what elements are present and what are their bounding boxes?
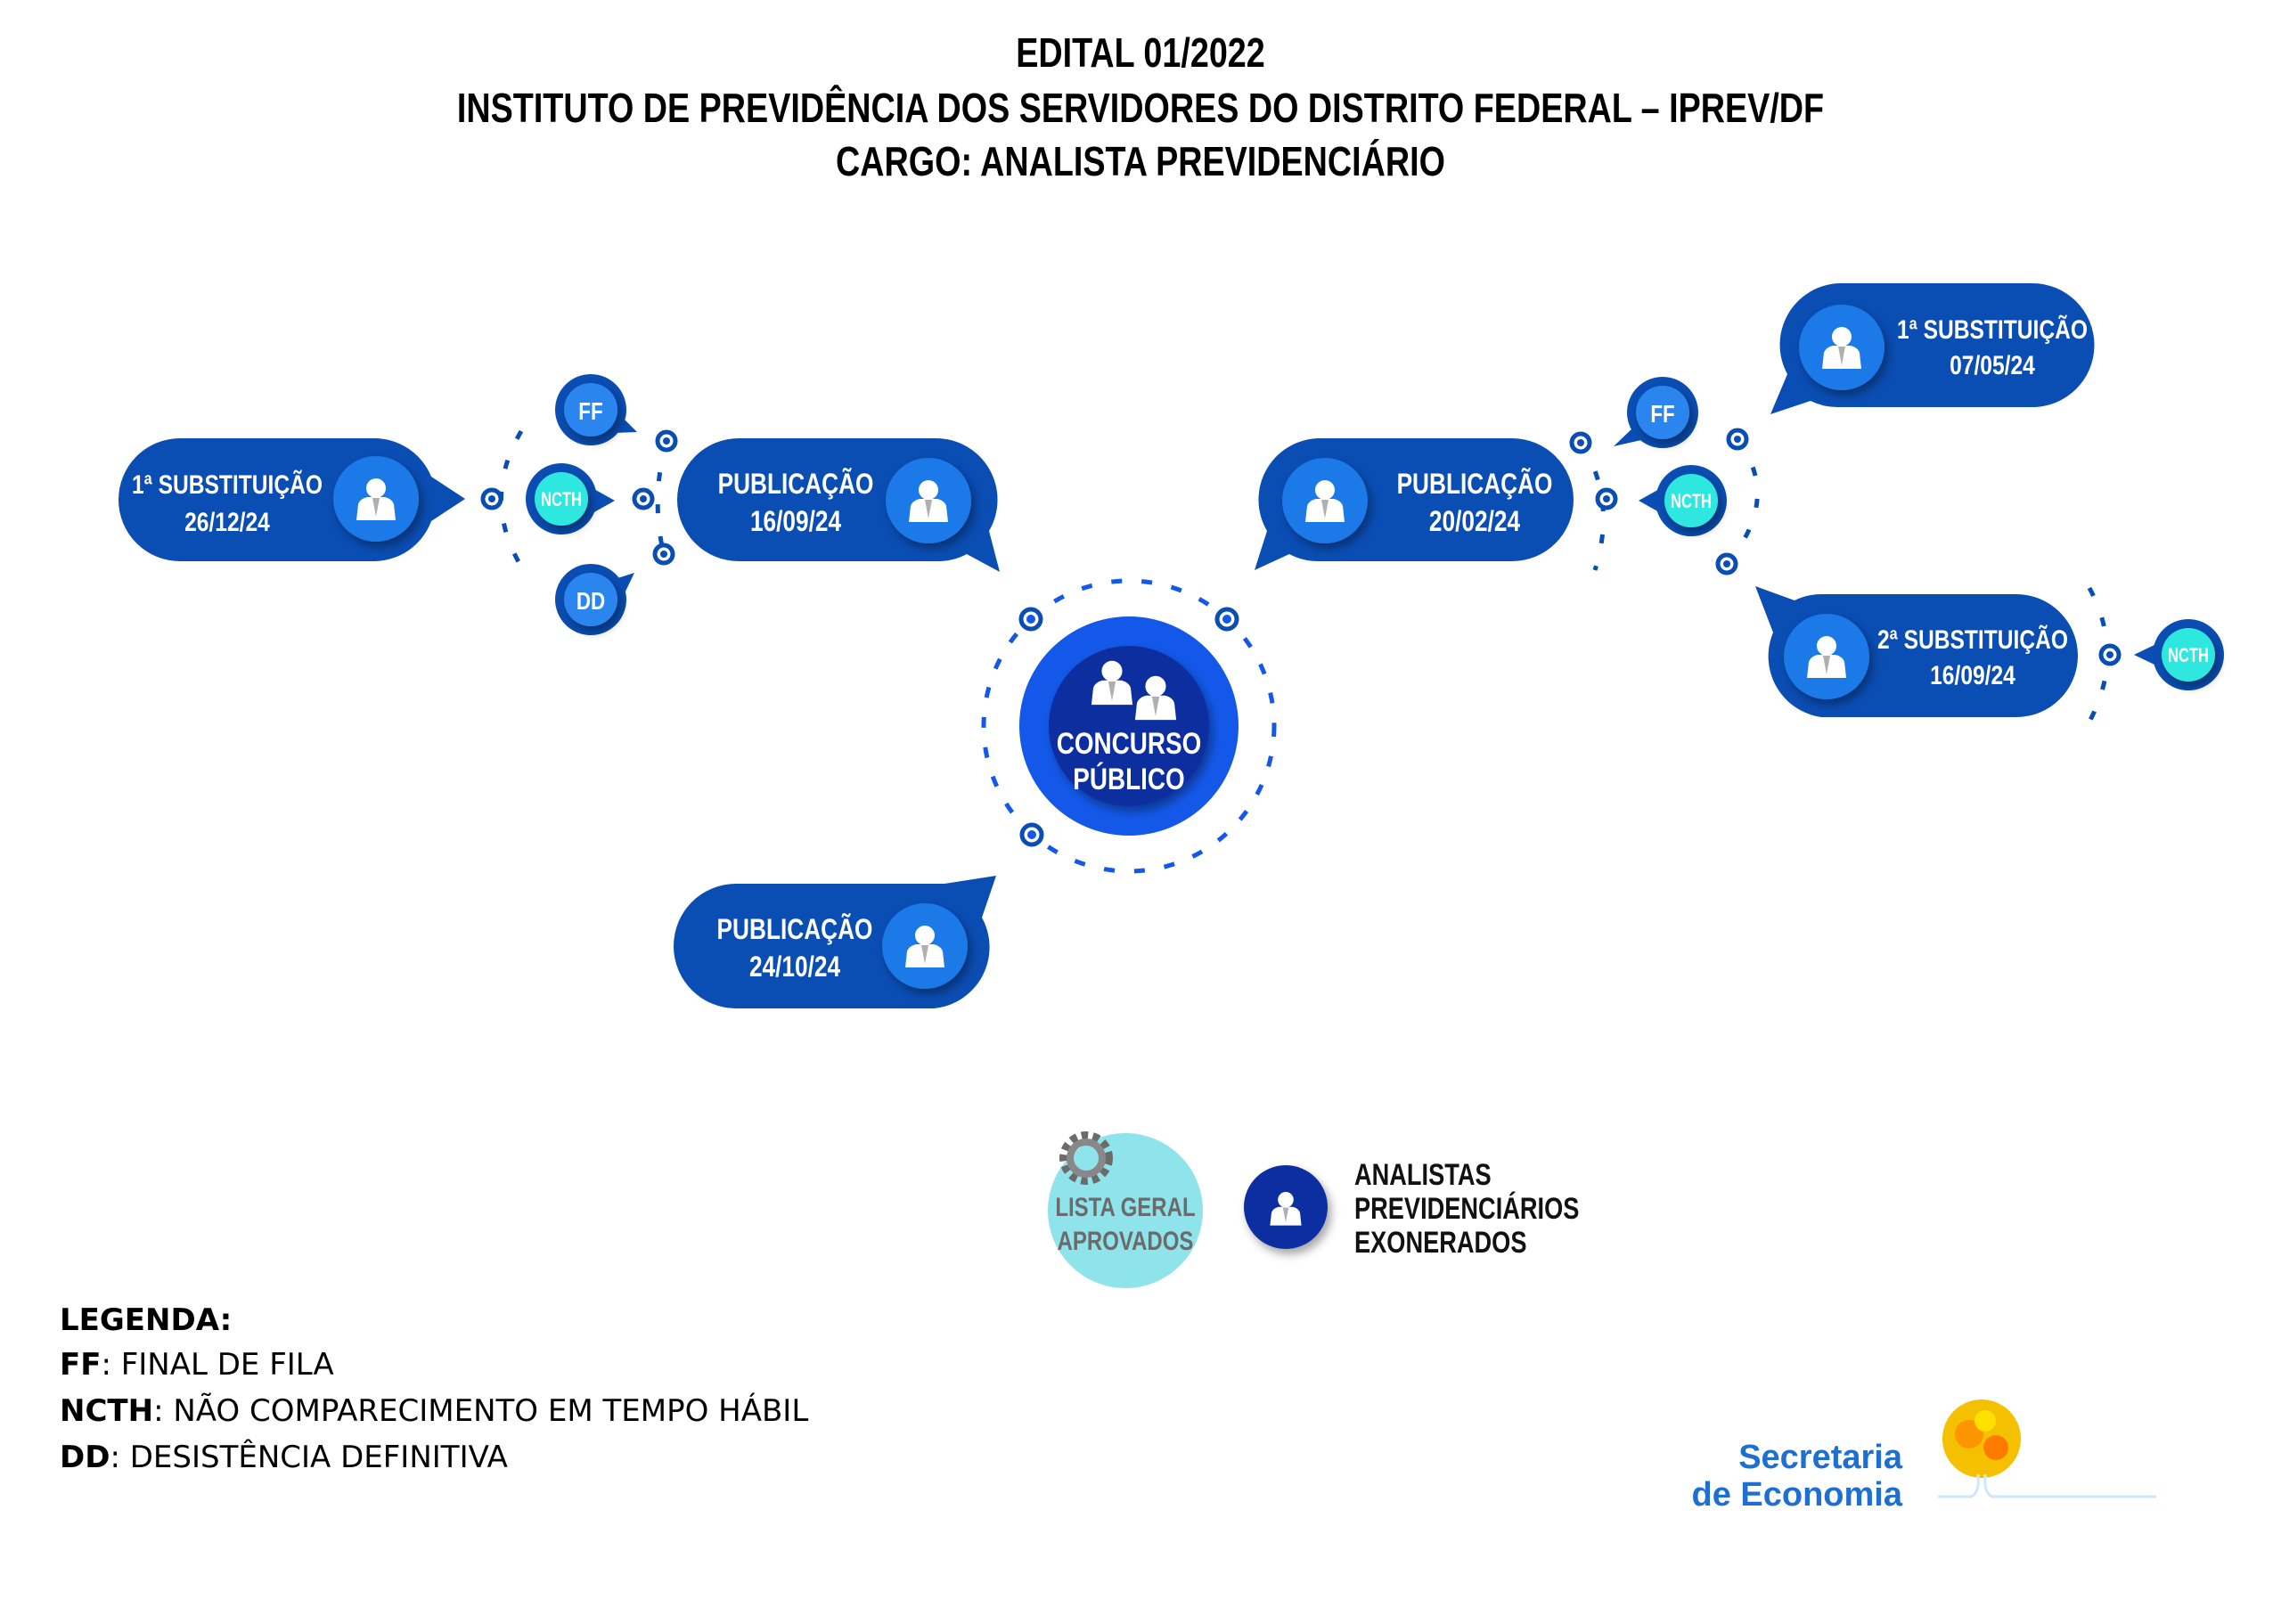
exonerados-line3: EXONERADOS [1354,1226,1527,1260]
center-dashed-ring [981,578,1277,874]
svg-text:NCTH: NCTH [2168,645,2209,667]
badge-left-ff[interactable]: FF [555,374,637,445]
badge-left-dd[interactable]: DD [555,564,634,635]
bubble-date: 20/02/24 [1429,507,1521,538]
bubble-date: 24/10/24 [749,952,841,983]
exonerados-label: ANALISTAS PREVIDENCIÁRIOS EXONERADOS [1354,1158,1579,1260]
bubble-title: PUBLICAÇÃO [1397,467,1553,500]
bubble-title: 1ª SUBSTITUIÇÃO [1897,314,2088,345]
badge-left-ncth[interactable]: NCTH [526,463,615,535]
bubble-title: 1ª SUBSTITUIÇÃO [132,469,323,500]
bubble-left-substituicao[interactable]: 1ª SUBSTITUIÇÃO 26/12/24 [119,437,465,561]
bubble-bottom-publicacao[interactable]: PUBLICAÇÃO 24/10/24 [674,876,996,1008]
bubble-right-publicacao[interactable]: PUBLICAÇÃO 20/02/24 [1255,438,1574,570]
badge-far-right-ncth[interactable]: NCTH [2134,619,2224,690]
svg-text:NCTH: NCTH [541,489,582,511]
legend-item-dd: DD: DESISTÊNCIA DEFINITIVA [60,1440,508,1475]
gdf-tree-logo [1938,1400,2156,1498]
bubble-title: PUBLICAÇÃO [718,467,874,500]
bubble-right-substituicao-1[interactable]: 1ª SUBSTITUIÇÃO 07/05/24 [1770,283,2095,414]
svg-text:FF: FF [578,398,602,426]
marker-rings [480,428,2122,847]
marker-ring [2098,643,2122,666]
bubble-date: 07/05/24 [1950,350,2035,380]
exonerados-line1: ANALISTAS [1354,1158,1492,1192]
marker-ring [1595,487,1618,510]
marker-ring [1019,822,1044,847]
legend-item-ncth: NCTH: NÃO COMPARECIMENTO EM TEMPO HÁBIL [60,1393,809,1429]
badge-right-ncth[interactable]: NCTH [1639,465,1727,536]
svg-text:DD: DD [576,588,605,616]
svg-text:FF: FF [1650,401,1674,428]
marker-ring [1018,607,1043,632]
key-lista-geral: LISTA GERAL APROVADOS [1048,1131,1203,1288]
secretaria-economia-logo: Secretaria de Economia [1691,1439,1903,1514]
center-line2: PÚBLICO [1073,761,1184,796]
bubble-date: 16/09/24 [750,507,842,538]
marker-ring [632,487,655,510]
marker-ring [652,543,675,566]
bubble-title: 2ª SUBSTITUIÇÃO [1877,624,2068,655]
bubble-right-substituicao-2[interactable]: 2ª SUBSTITUIÇÃO 16/09/24 [1755,586,2078,717]
bubble-left-publicacao[interactable]: PUBLICAÇÃO 16/09/24 [677,437,1000,572]
concurso-publico-node[interactable]: CONCURSO PÚBLICO [1019,616,1239,836]
marker-ring [480,487,503,510]
marker-ring [1715,552,1738,575]
marker-ring [1214,607,1239,632]
legend-item-ff: FF: FINAL DE FILA [60,1347,334,1383]
bubble-date: 16/09/24 [1930,660,2015,690]
bubble-date: 26/12/24 [184,507,270,537]
bubble-title: PUBLICAÇÃO [717,912,873,945]
lista-line2: APROVADOS [1058,1225,1194,1255]
marker-ring [1726,428,1749,451]
legend-title: LEGENDA: [60,1302,233,1338]
lista-line1: LISTA GERAL [1055,1191,1195,1221]
key-exonerado [1244,1165,1328,1249]
center-line1: CONCURSO [1057,726,1202,760]
badge-right-ff[interactable]: FF [1614,377,1698,448]
marker-ring [1569,431,1592,454]
title-cargo: CARGO: ANALISTA PREVIDENCIÁRIO [836,138,1445,184]
svg-text:NCTH: NCTH [1671,491,1712,513]
gear-icon [1059,1131,1113,1185]
marker-ring [655,429,678,453]
title-edital: EDITAL 01/2022 [1016,29,1265,76]
title-instituto: INSTITUTO DE PREVIDÊNCIA DOS SERVIDORES … [456,85,1825,131]
exonerados-line2: PREVIDENCIÁRIOS [1354,1192,1580,1226]
